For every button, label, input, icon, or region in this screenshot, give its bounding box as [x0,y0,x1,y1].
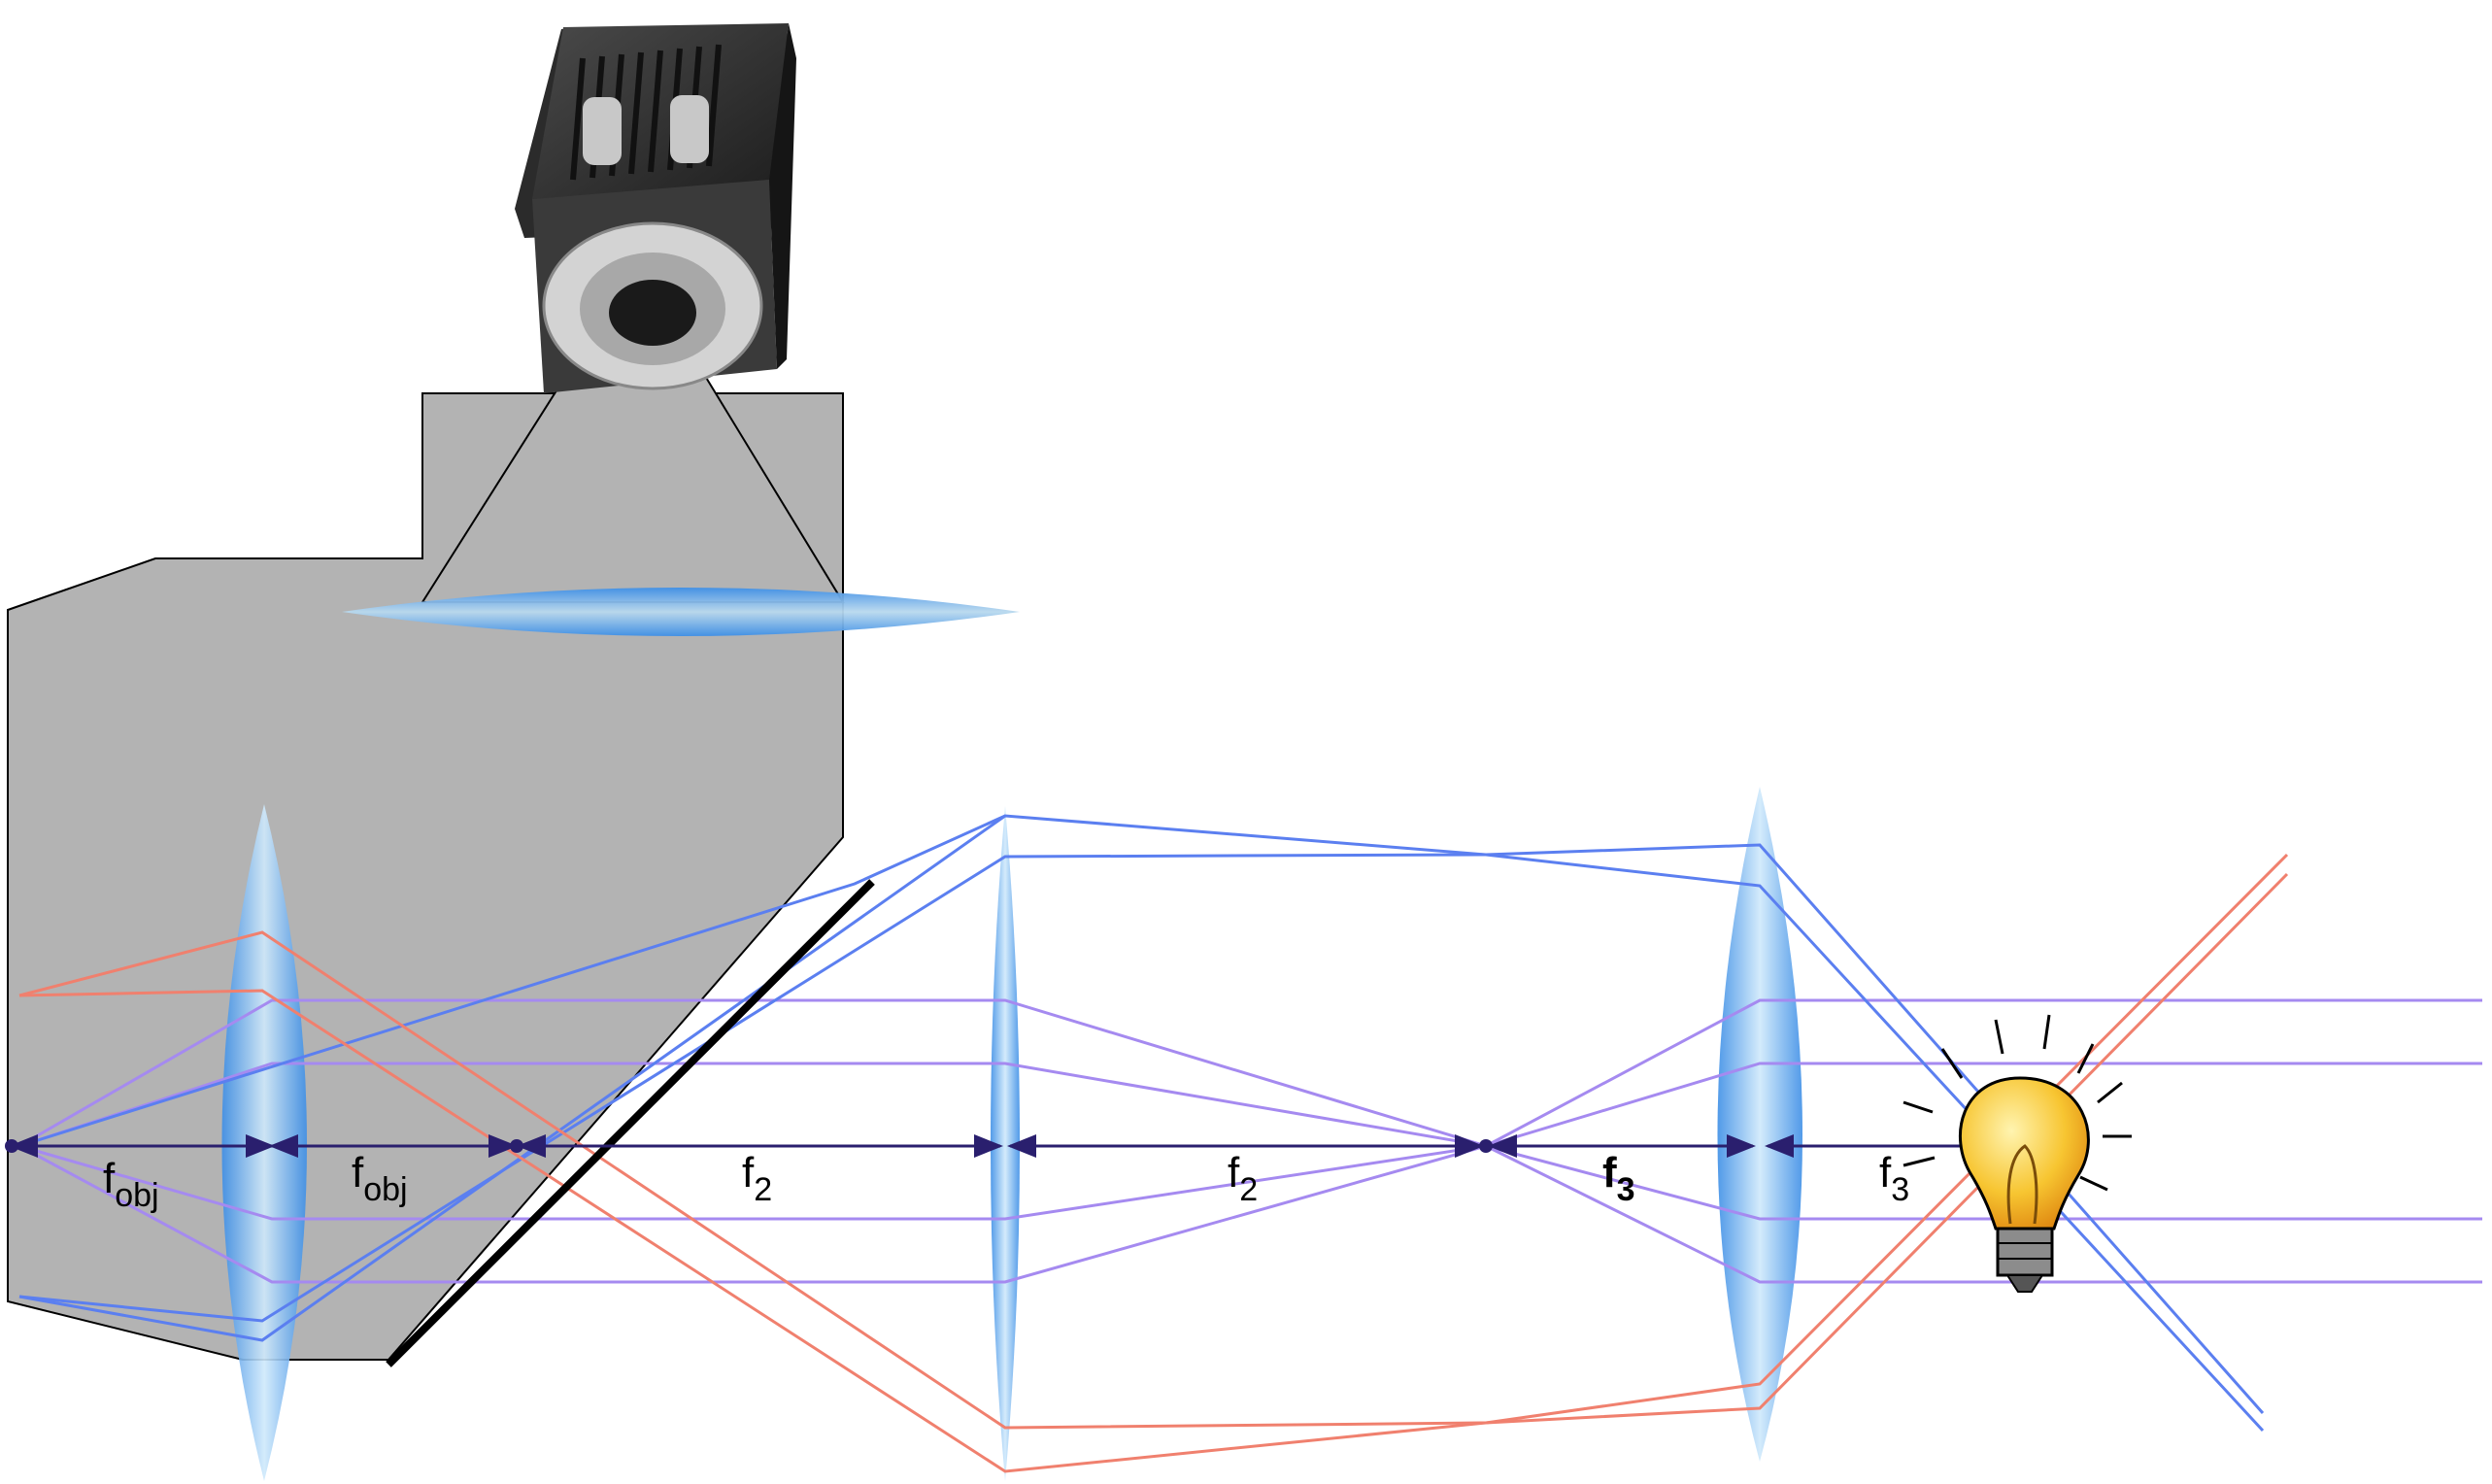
ray-bundles [18,814,2482,1473]
label-f-obj-left: fobj [103,1155,159,1214]
ray-blue-0 [18,814,2265,1414]
tube-lens [342,588,1020,636]
label-f-obj-right: fobj [352,1149,408,1208]
ray-red-0 [18,853,2289,1430]
label-f2-right: f2 [1228,1149,1258,1208]
label-f3-left: f3 [1602,1149,1635,1208]
ray-blue-2 [18,814,1006,1148]
ray-purple-2 [18,1144,2482,1221]
focal-point-back [1479,1139,1493,1153]
ray-blue-1 [18,853,2265,1433]
camera-icon [515,23,796,393]
focal-point-intermediate [510,1139,523,1153]
ray-purple-0 [18,998,2482,1148]
dichroic-mirror [386,879,875,1367]
ray-red-1 [18,872,2289,1473]
label-f2-left: f2 [742,1149,772,1208]
label-f3-right: f3 [1879,1149,1909,1208]
focal-point-sample [5,1139,18,1153]
ray-purple-1 [18,1062,2482,1148]
lens-f3 [1717,787,1802,1462]
lens-f2 [991,806,1020,1481]
ray-purple-3 [18,1144,2482,1284]
lightbulb-icon [1903,1014,2132,1293]
